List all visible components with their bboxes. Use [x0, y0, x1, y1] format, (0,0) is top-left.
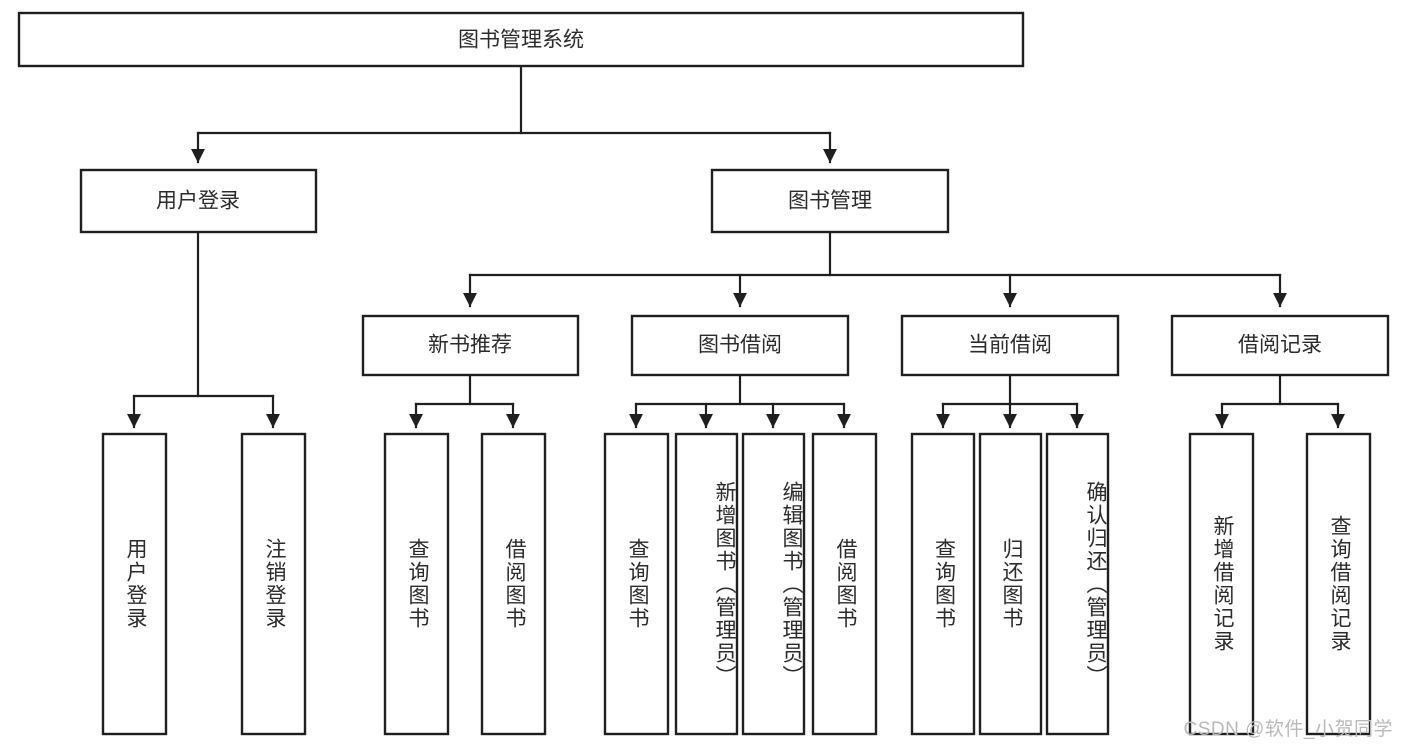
node-book-manage[interactable]	[710, 168, 950, 234]
node-leaf-query-book-1[interactable]	[383, 432, 450, 736]
node-leaf-confirm-return[interactable]	[1045, 432, 1110, 736]
node-user-login[interactable]	[79, 168, 318, 234]
node-leaf-borrow-book-1[interactable]	[480, 432, 547, 736]
node-borrow-record-label: 借阅记录	[1238, 334, 1322, 357]
node-leaf-edit-book[interactable]	[741, 432, 806, 736]
node-root[interactable]	[17, 11, 1025, 68]
node-new-book-recommend-label: 新书推荐	[428, 334, 512, 357]
edge-newbook-to-leaves	[408, 373, 521, 429]
node-leaf-query-book-2[interactable]	[603, 432, 670, 736]
node-book-manage-label: 图书管理	[788, 190, 872, 213]
node-current-borrow[interactable]	[900, 314, 1120, 377]
watermark-text: CSDN @软件_小贺同学	[1183, 719, 1393, 740]
edge-root-to-level2	[190, 64, 838, 164]
node-leaf-return-book[interactable]	[978, 432, 1043, 736]
node-root-label: 图书管理系统	[458, 29, 584, 52]
node-new-book-recommend[interactable]	[361, 314, 580, 377]
node-book-borrow[interactable]	[630, 314, 850, 377]
edge-borrowrecord-to-leaves	[1214, 373, 1346, 429]
node-current-borrow-label: 当前借阅	[968, 334, 1052, 357]
edge-bookmanage-to-level3	[462, 230, 1288, 308]
node-leaf-add-record[interactable]	[1188, 432, 1255, 736]
node-user-login-label: 用户登录	[156, 190, 240, 213]
node-leaf-logout[interactable]	[240, 432, 307, 736]
edge-userlogin-to-leaves	[126, 230, 281, 429]
edge-bookborrow-to-leaves	[628, 373, 852, 429]
node-borrow-record[interactable]	[1170, 314, 1390, 377]
node-leaf-query-book-3[interactable]	[910, 432, 976, 736]
node-leaf-add-book[interactable]	[674, 432, 739, 736]
node-leaf-borrow-book-2[interactable]	[811, 432, 878, 736]
node-book-borrow-label: 图书借阅	[698, 334, 782, 357]
node-leaf-user-login[interactable]	[101, 432, 168, 736]
node-leaf-query-record[interactable]	[1305, 432, 1372, 736]
edge-currentborrow-to-leaves	[935, 373, 1085, 429]
